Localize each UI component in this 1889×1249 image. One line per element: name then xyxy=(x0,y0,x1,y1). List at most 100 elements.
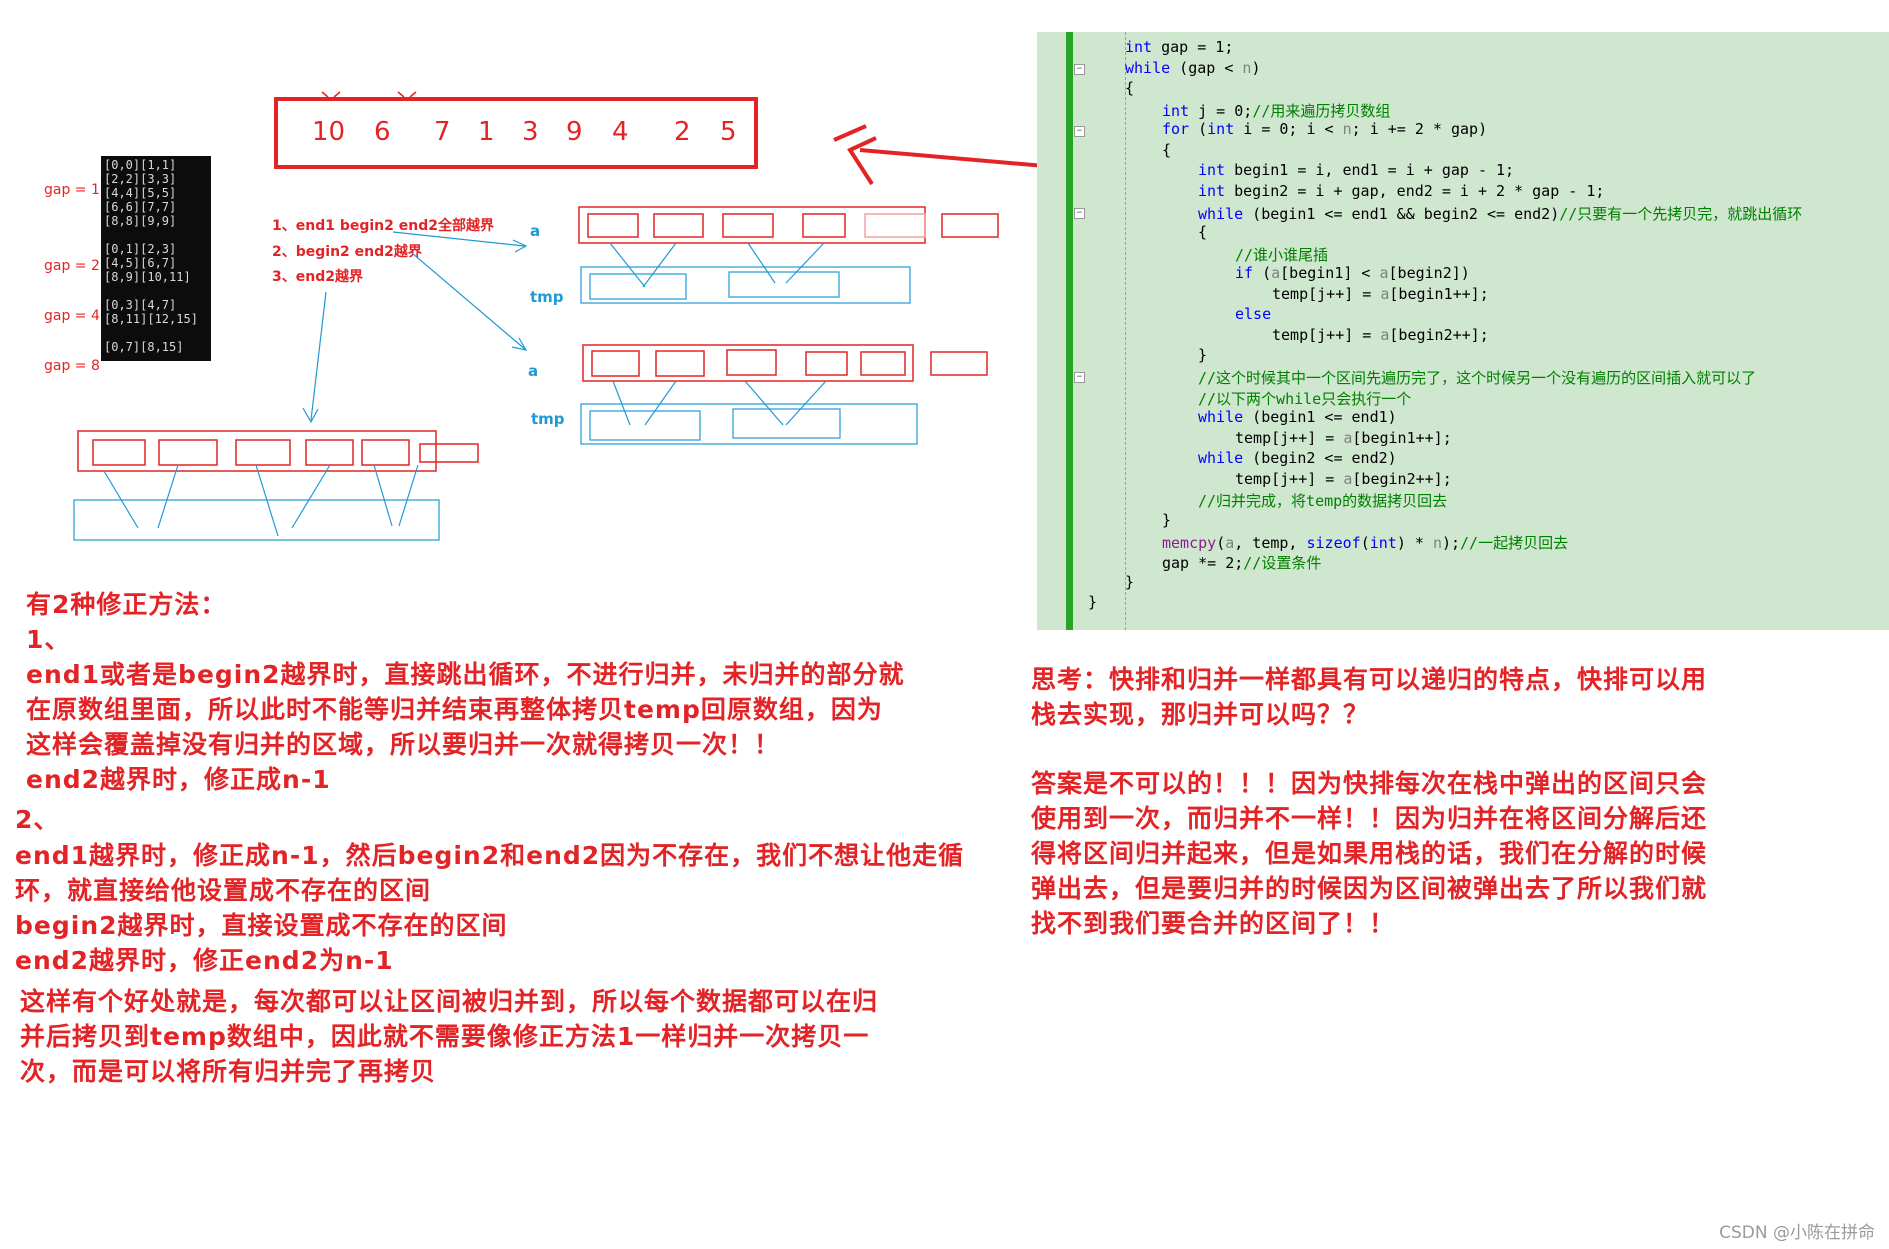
interval-box xyxy=(305,439,354,466)
array-value: 4 xyxy=(612,117,629,147)
note-line: 环，就直接给他设置成不存在的区间 xyxy=(15,876,432,905)
note-line: 并后拷贝到temp数组中，因此就不需要像修正方法1一样归并一次拷贝一 xyxy=(20,1022,870,1051)
gap-label: gap = 8 xyxy=(44,358,100,374)
console-line: [4,4][5,5] xyxy=(104,186,177,200)
array-value: 7 xyxy=(434,117,451,147)
case-label: 2、begin2 end2越界 xyxy=(272,244,422,260)
note-line: 这样有个好处就是，每次都可以让区间被归并到，所以每个数据都可以在归 xyxy=(20,987,879,1016)
code-line[interactable]: while (begin2 <= end2) xyxy=(1198,449,1397,467)
code-line[interactable]: temp[j++] = a[begin2++]; xyxy=(1235,470,1452,488)
interval-box xyxy=(722,213,774,238)
tmp-label: tmp xyxy=(530,288,564,306)
note-line: 2、 xyxy=(15,805,60,834)
console-line: [0,1][2,3] xyxy=(104,242,177,256)
tick-mark xyxy=(321,91,341,98)
interval-box xyxy=(587,213,639,238)
code-line[interactable]: } xyxy=(1198,346,1208,364)
code-line[interactable]: for (int i = 0; i < n; i += 2 * gap) xyxy=(1162,120,1488,138)
tmp-interval-box xyxy=(728,271,840,298)
editor-margin xyxy=(1073,32,1126,630)
code-line[interactable]: } xyxy=(1125,573,1135,591)
code-line[interactable]: //以下两个while只会执行一个 xyxy=(1198,390,1412,408)
code-line[interactable]: { xyxy=(1162,141,1172,159)
note-line: end1或者是begin2越界时，直接跳出循环，不进行归并，未归并的部分就 xyxy=(26,660,905,689)
code-line[interactable]: temp[j++] = a[begin2++]; xyxy=(1272,326,1489,344)
array-value: 6 xyxy=(374,117,391,147)
watermark: CSDN @小陈在拼命 xyxy=(1719,1223,1875,1243)
array-value: 9 xyxy=(566,117,583,147)
code-line[interactable]: { xyxy=(1198,223,1208,241)
console-line: [6,6][7,7] xyxy=(104,200,177,214)
interval-box xyxy=(92,439,146,466)
note-line: end1越界时，修正成n-1，然后begin2和end2因为不存在，我们不想让他… xyxy=(15,841,965,870)
interval-box xyxy=(419,443,479,463)
code-line[interactable]: int begin1 = i, end1 = i + gap - 1; xyxy=(1198,161,1515,179)
tmp-box xyxy=(580,403,918,445)
code-line[interactable]: while (gap < n) xyxy=(1125,59,1261,77)
note-line: 弹出去，但是要归并的时候因为区间被弹出去了所以我们就 xyxy=(1031,874,1708,903)
code-line[interactable]: int begin2 = i + gap, end2 = i + 2 * gap… xyxy=(1198,182,1605,200)
tmp-box xyxy=(73,499,440,541)
code-line[interactable]: memcpy(a, temp, sizeof(int) * n);//一起拷贝回… xyxy=(1162,534,1569,552)
code-line[interactable]: int j = 0;//用来遍历拷贝数组 xyxy=(1162,102,1391,120)
console-line: [0,0][1,1] xyxy=(104,158,177,172)
fold-icon[interactable]: − xyxy=(1074,126,1085,137)
console-line: [2,2][3,3] xyxy=(104,172,177,186)
interval-box xyxy=(653,213,704,238)
fold-icon[interactable]: − xyxy=(1074,208,1085,219)
pointer-arrow xyxy=(392,231,528,253)
fold-icon[interactable]: − xyxy=(1074,372,1085,383)
pointer-arrow xyxy=(411,252,528,351)
code-line[interactable]: { xyxy=(1125,79,1135,97)
tmp-label: tmp xyxy=(531,410,565,428)
pointer-arrow xyxy=(302,291,327,424)
code-line[interactable]: //这个时候其中一个区间先遍历完了，这个时候另一个没有遍历的区间插入就可以了 xyxy=(1198,369,1757,387)
interval-box xyxy=(860,351,906,376)
note-line: begin2越界时，直接设置成不存在的区间 xyxy=(15,911,508,940)
interval-box xyxy=(361,439,410,466)
array-value: 10 xyxy=(312,117,346,147)
arrow-stroke xyxy=(833,124,867,142)
code-line[interactable]: } xyxy=(1088,593,1098,611)
array-a-label: a xyxy=(528,362,539,380)
interval-box xyxy=(158,439,218,466)
code-editor[interactable] xyxy=(1037,32,1889,630)
note-line: 得将区间归并起来，但是如果用栈的话，我们在分解的时候 xyxy=(1031,839,1708,868)
gap-label: gap = 1 xyxy=(44,182,100,198)
note-line: 这样会覆盖掉没有归并的区域，所以要归并一次就得拷贝一次！！ xyxy=(26,730,781,759)
code-line[interactable]: } xyxy=(1162,511,1172,529)
code-line[interactable]: while (begin1 <= end1) xyxy=(1198,408,1397,426)
console-line: [8,8][9,9] xyxy=(104,214,177,228)
merge-line xyxy=(609,242,825,288)
code-line[interactable]: if (a[begin1] < a[begin2]) xyxy=(1235,264,1470,282)
merge-line xyxy=(612,380,827,426)
array-value: 5 xyxy=(720,117,737,147)
note-line: 思考：快排和归并一样都具有可以递归的特点，快排可以用 xyxy=(1031,665,1708,694)
note-line: 在原数组里面，所以此时不能等归并结束再整体拷贝temp回原数组，因为 xyxy=(26,695,883,724)
fold-icon[interactable]: − xyxy=(1074,64,1085,75)
code-line[interactable]: else xyxy=(1235,305,1272,323)
code-line[interactable]: while (begin1 <= end1 && begin2 <= end2)… xyxy=(1198,205,1803,223)
note-line: end2越界时，修正end2为n-1 xyxy=(15,946,394,975)
interval-box xyxy=(655,350,705,377)
change-gutter xyxy=(1066,32,1073,630)
code-line[interactable]: temp[j++] = a[begin1++]; xyxy=(1235,429,1452,447)
tmp-interval-box xyxy=(732,408,841,439)
note-line: 使用到一次，而归并不一样！！因为归并在将区间分解后还 xyxy=(1031,804,1708,833)
interval-box xyxy=(235,439,291,466)
array-value: 1 xyxy=(478,117,495,147)
tmp-interval-box xyxy=(589,410,701,441)
case-label: 1、end1 begin2 end2全部越界 xyxy=(272,218,494,234)
code-line[interactable]: //归并完成，将temp的数据拷贝回去 xyxy=(1198,492,1448,510)
note-line: 栈去实现，那归并可以吗？？ xyxy=(1031,700,1370,729)
console-line: [8,11][12,15] xyxy=(104,312,198,326)
code-line[interactable]: temp[j++] = a[begin1++]; xyxy=(1272,285,1489,303)
code-line[interactable]: //谁小谁尾插 xyxy=(1235,246,1329,264)
note-line: 有2种修正方法： xyxy=(26,590,227,619)
console-line: [0,3][4,7] xyxy=(104,298,177,312)
gap-label: gap = 2 xyxy=(44,258,100,274)
code-line[interactable]: int gap = 1; xyxy=(1125,38,1234,56)
code-line[interactable]: gap *= 2;//设置条件 xyxy=(1162,554,1322,572)
array-a-box xyxy=(582,344,914,382)
tmp-box xyxy=(580,266,911,304)
